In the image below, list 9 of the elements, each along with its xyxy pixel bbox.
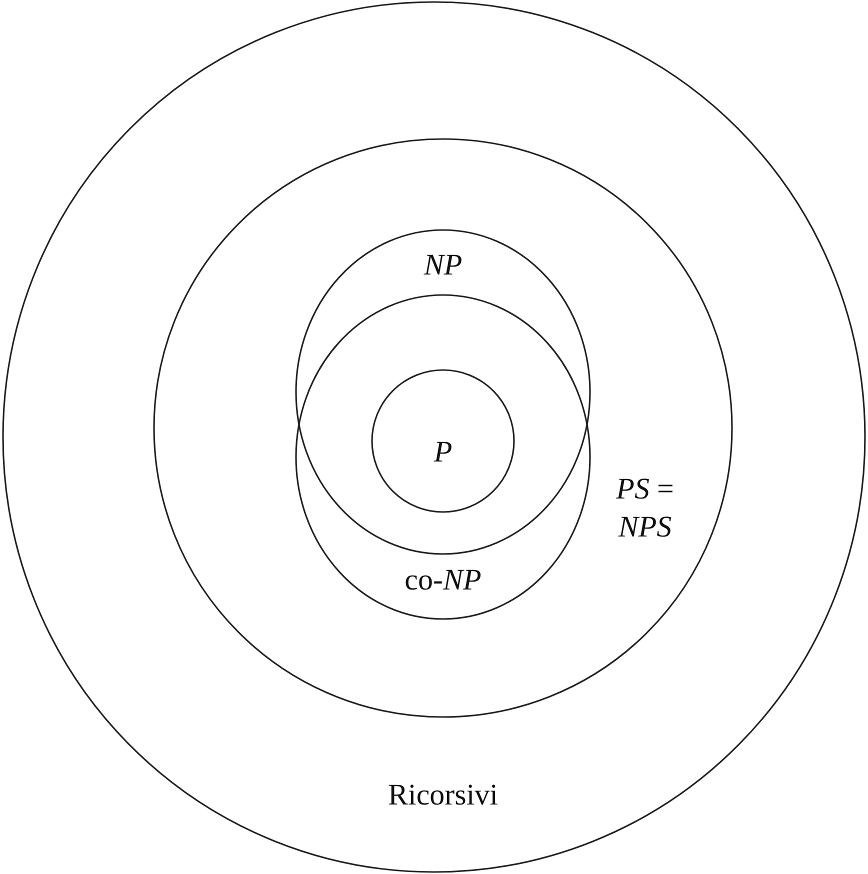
set-label: Ricorsivi bbox=[388, 777, 498, 814]
set-label: co-NP bbox=[404, 562, 482, 598]
set-label: P bbox=[434, 434, 452, 470]
set-label: NP bbox=[424, 247, 462, 284]
set-label: PS = NPS bbox=[615, 472, 675, 545]
set-ellipse bbox=[371, 369, 515, 513]
set-ellipse bbox=[295, 229, 591, 555]
set-ellipse bbox=[153, 138, 733, 718]
set-ellipse bbox=[295, 294, 591, 620]
